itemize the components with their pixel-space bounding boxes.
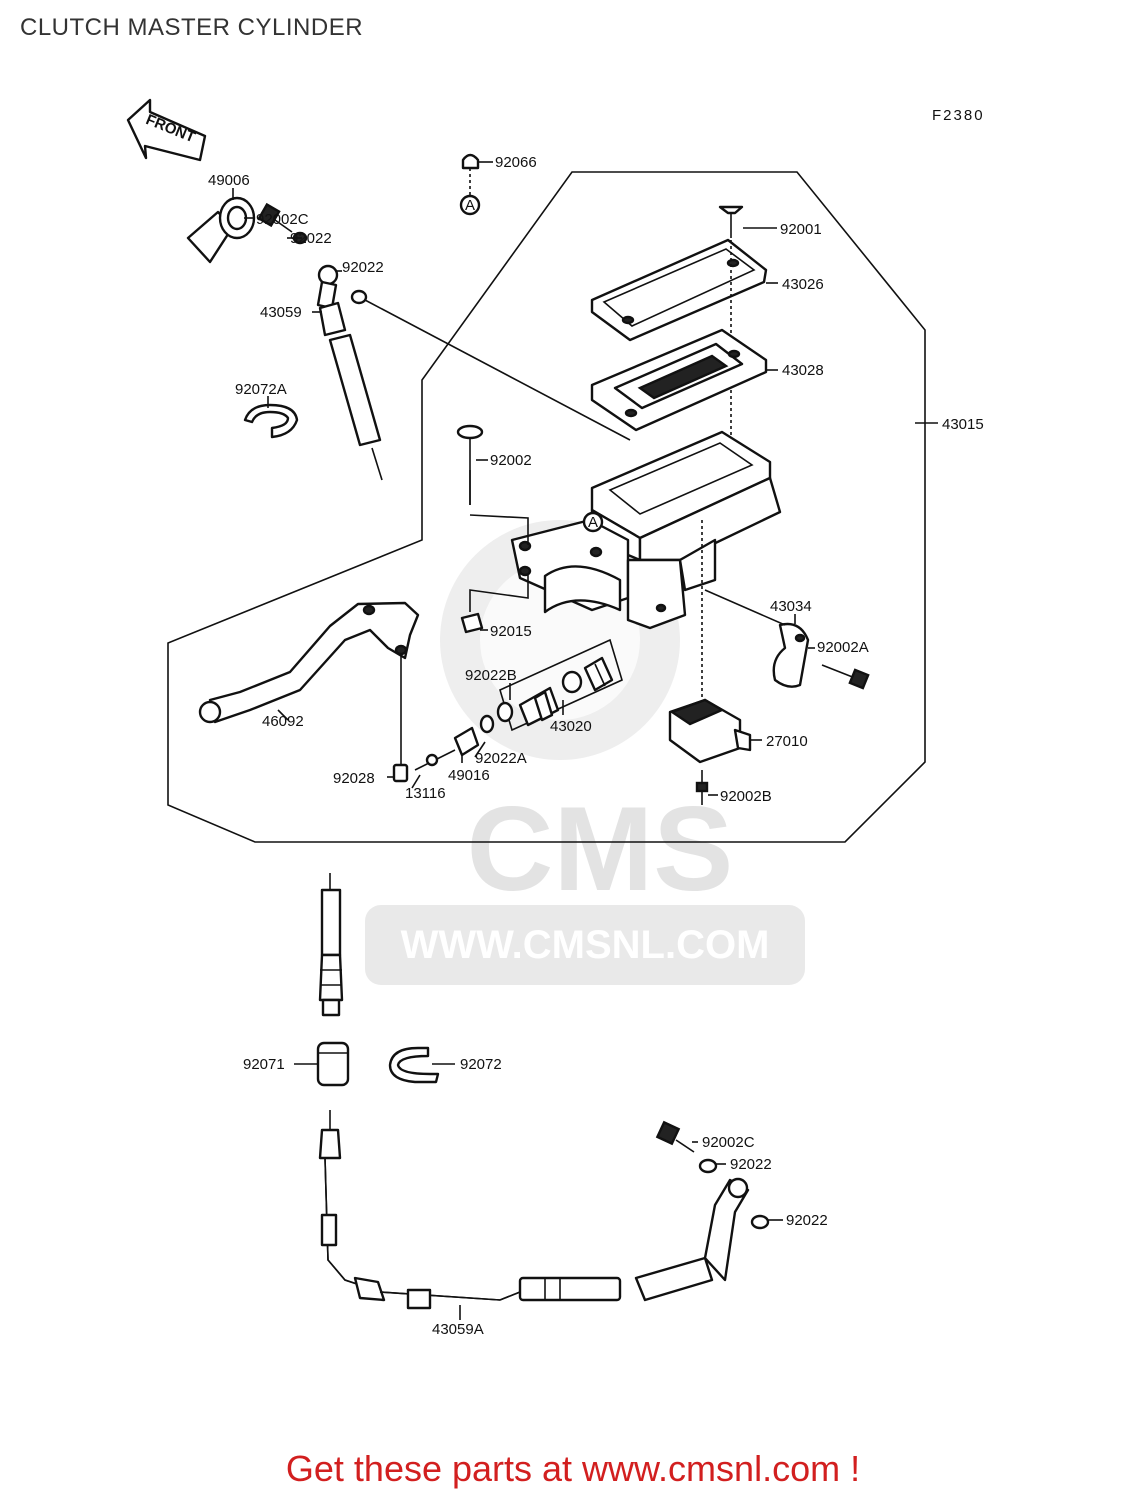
label-92002C-bottom: 92002C bbox=[702, 1134, 755, 1151]
figure-code: F2380 bbox=[932, 107, 985, 124]
label-43059A: 43059A bbox=[432, 1321, 484, 1338]
assembly-outline bbox=[167, 171, 926, 843]
label-49016: 49016 bbox=[448, 767, 490, 784]
label-92002: 92002 bbox=[490, 452, 532, 469]
page-title: CLUTCH MASTER CYLINDER bbox=[20, 14, 364, 41]
part-92071 bbox=[316, 1041, 350, 1087]
promo-banner[interactable]: Get these parts at www.cmsnl.com ! bbox=[0, 1448, 1146, 1490]
exploded-parts-diagram: CMS WWW.CMSNL.COM F2380 FRONT A bbox=[126, 98, 985, 1338]
part-labels: 92066 49006 92002C 92022 92022 43059 920… bbox=[208, 154, 984, 1338]
hose-upper-fitting bbox=[318, 873, 344, 1017]
part-43026 bbox=[590, 238, 768, 342]
part-92072 bbox=[388, 1046, 440, 1084]
part-92022-bottom-a bbox=[698, 1158, 718, 1174]
watermark-brand: CMS bbox=[467, 782, 734, 916]
watermark-url: WWW.CMSNL.COM bbox=[401, 923, 770, 967]
label-43034: 43034 bbox=[770, 598, 812, 615]
ref-marker-body: A bbox=[588, 514, 598, 531]
label-92002A: 92002A bbox=[817, 639, 869, 656]
label-92072: 92072 bbox=[460, 1056, 502, 1073]
label-92072A: 92072A bbox=[235, 381, 287, 398]
part-92002B bbox=[695, 770, 709, 805]
part-92002 bbox=[456, 424, 484, 505]
part-92002C-top bbox=[257, 202, 293, 233]
label-92002C-top: 92002C bbox=[256, 211, 309, 228]
label-49006: 49006 bbox=[208, 172, 250, 189]
part-43059 bbox=[316, 264, 383, 481]
part-43034 bbox=[772, 622, 810, 688]
label-43015: 43015 bbox=[942, 416, 984, 433]
master-cylinder-body: A bbox=[510, 430, 782, 630]
part-49006 bbox=[186, 196, 256, 264]
part-27010 bbox=[668, 520, 752, 764]
part-46092 bbox=[198, 601, 420, 724]
part-49016 bbox=[453, 726, 480, 757]
part-92022A bbox=[479, 714, 495, 734]
label-92028: 92028 bbox=[333, 770, 375, 787]
promo-link[interactable]: Get these parts at www.cmsnl.com ! bbox=[285, 1448, 861, 1489]
label-92002B: 92002B bbox=[720, 788, 772, 805]
leader-lines bbox=[232, 161, 938, 1320]
part-92066: A bbox=[459, 153, 481, 216]
part-43028 bbox=[590, 328, 768, 432]
front-arrow-icon: FRONT bbox=[126, 98, 207, 162]
label-43028: 43028 bbox=[782, 362, 824, 379]
label-92066: 92066 bbox=[495, 154, 537, 171]
label-92022-bottom-a: 92022 bbox=[730, 1156, 772, 1173]
label-92022-top-b: 92022 bbox=[342, 259, 384, 276]
label-92001: 92001 bbox=[780, 221, 822, 238]
part-92002C-bottom bbox=[655, 1120, 695, 1153]
label-92015: 92015 bbox=[490, 623, 532, 640]
part-43059A bbox=[318, 1110, 750, 1310]
part-92028 bbox=[392, 763, 409, 783]
part-13116 bbox=[414, 749, 456, 771]
part-92022-top-b bbox=[350, 289, 368, 305]
label-46092: 46092 bbox=[262, 713, 304, 730]
label-43026: 43026 bbox=[782, 276, 824, 293]
part-92015 bbox=[460, 575, 529, 634]
label-92022-bottom-b: 92022 bbox=[786, 1212, 828, 1229]
label-92022-top-a: 92022 bbox=[290, 230, 332, 247]
part-43020 bbox=[496, 638, 623, 732]
ref-marker-top: A bbox=[465, 197, 475, 214]
label-43059: 43059 bbox=[260, 304, 302, 321]
label-92022A: 92022A bbox=[475, 750, 527, 767]
part-92022-bottom-b bbox=[750, 1214, 770, 1230]
label-13116: 13116 bbox=[405, 785, 446, 802]
label-27010: 27010 bbox=[766, 733, 808, 750]
part-92002A bbox=[821, 664, 870, 690]
part-92072A bbox=[243, 403, 299, 439]
label-43020: 43020 bbox=[550, 718, 592, 735]
label-92022B: 92022B bbox=[465, 667, 517, 684]
label-92071: 92071 bbox=[243, 1056, 285, 1073]
